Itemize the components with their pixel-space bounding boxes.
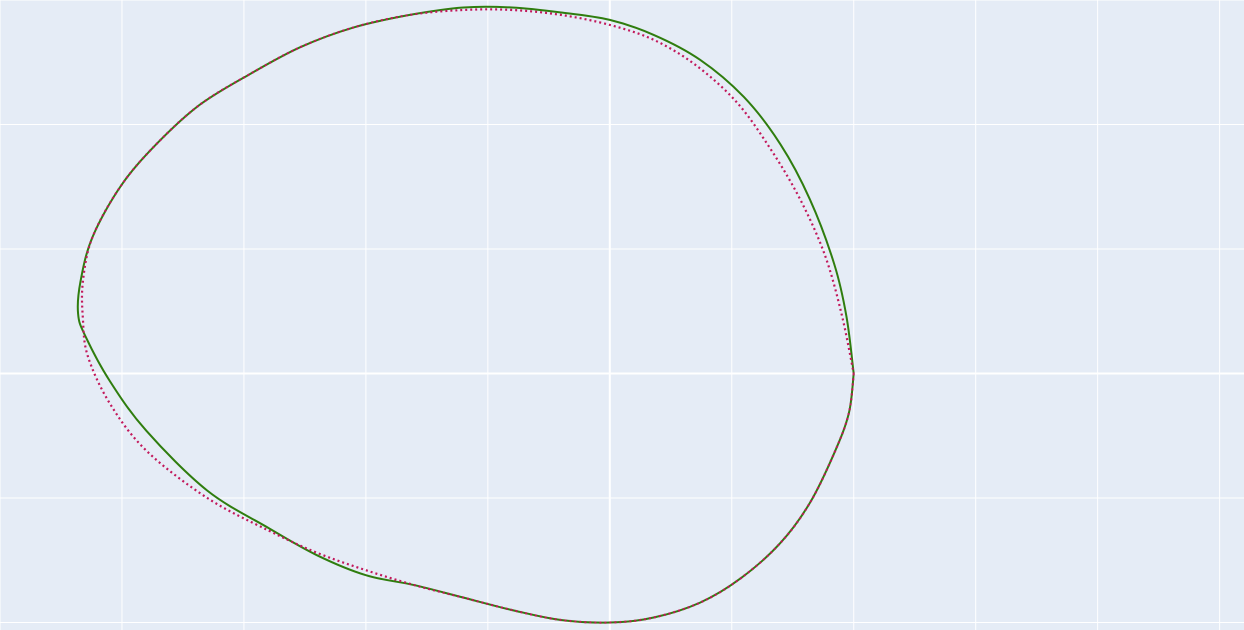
series-line-1-solid — [76, 5, 855, 624]
series-line-2-dotted — [80, 8, 855, 624]
series-group — [76, 5, 855, 624]
